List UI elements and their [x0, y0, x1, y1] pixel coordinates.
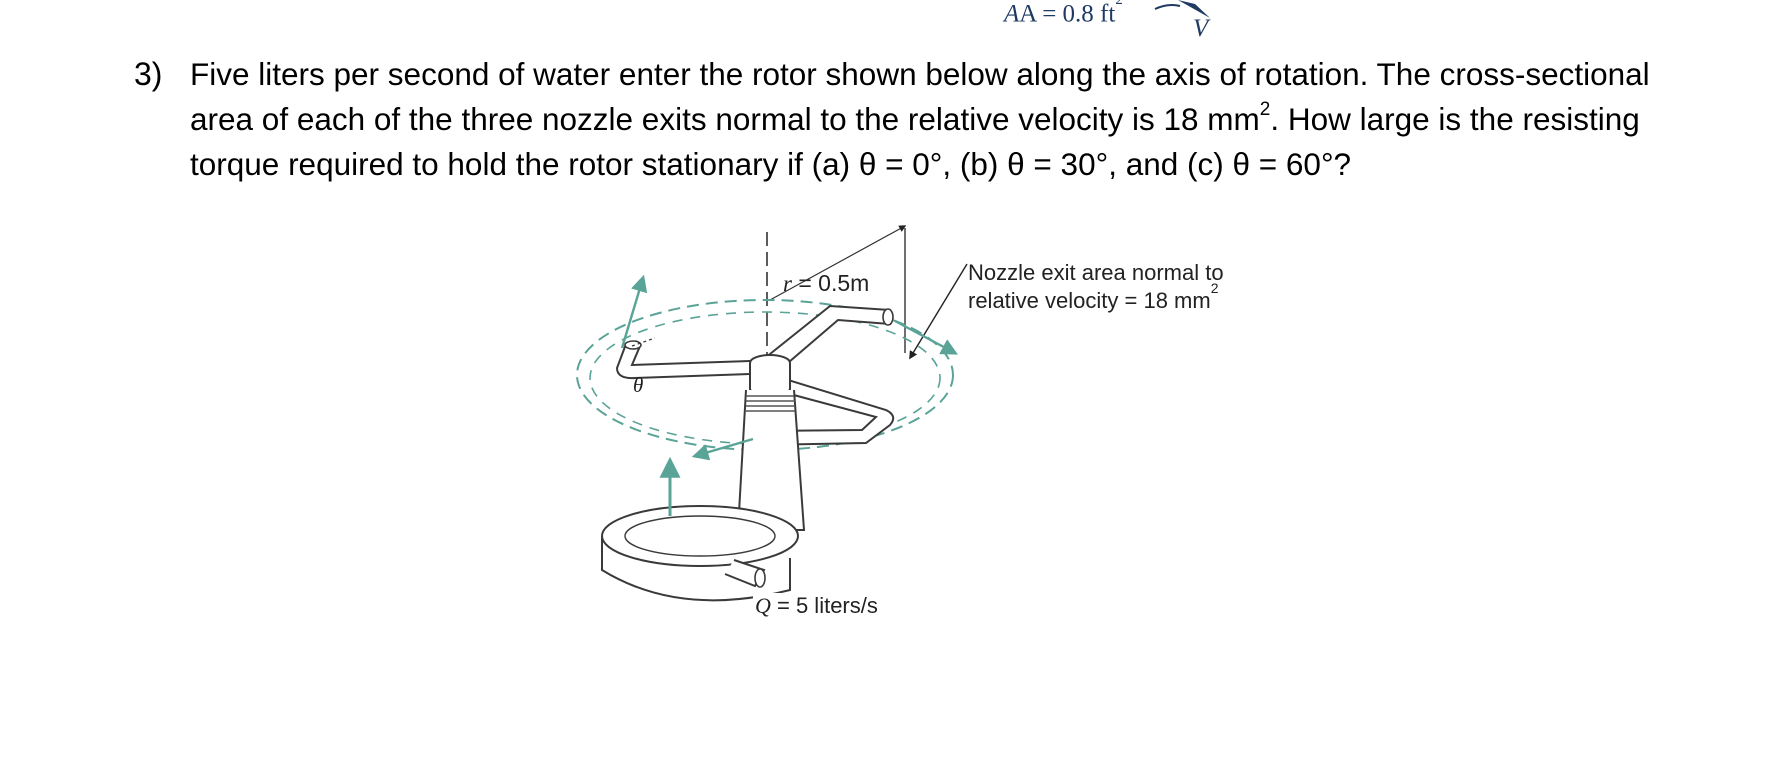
inlet-opening	[754, 568, 766, 588]
base-disc-inner	[624, 515, 776, 557]
nozzle-exponent: 2	[1210, 279, 1219, 296]
flow-symbol: Q	[755, 593, 771, 618]
area-label: AA = 0.8 ft2	[1004, 0, 1123, 28]
nozzle-back	[882, 308, 894, 326]
problem-superscript: 2	[1259, 98, 1271, 120]
nozzle-label-text: relative velocity = 18 mm	[968, 288, 1211, 313]
radius-label: r = 0.5m	[783, 270, 869, 297]
base-disc-top	[601, 505, 799, 567]
problem-line-2b: . How large is the resisting	[1270, 101, 1640, 137]
flow-value: = 5 liters/s	[770, 593, 878, 618]
problem-line-1: Five liters per second of water enter th…	[190, 56, 1650, 92]
area-exponent: 2	[1115, 0, 1123, 8]
problem-text: Five liters per second of water enter th…	[190, 52, 1710, 187]
radius-symbol: r	[783, 271, 792, 296]
velocity-arrow-front	[691, 437, 754, 461]
partial-arrow-graphic	[1154, 0, 1210, 18]
nozzle-left	[624, 340, 642, 350]
problem-number: 3)	[134, 56, 163, 92]
radius-value: = 0.5m	[791, 270, 870, 296]
nozzle-leader-line	[909, 263, 968, 360]
nozzle-label-line-2: relative velocity = 18 mm2	[968, 281, 1219, 314]
nozzle-label-line-1: Nozzle exit area normal to	[968, 260, 1224, 285]
problem-line-2a: area of each of the three nozzle exits n…	[190, 101, 1260, 137]
velocity-label: V	[1193, 15, 1209, 42]
rotor-diagram	[576, 225, 968, 602]
theta-reference-line	[631, 337, 656, 347]
flow-rate-label: Q = 5 liters/s	[753, 593, 880, 619]
theta-label: θ	[633, 373, 644, 397]
rotor-figure: r = 0.5m θ Nozzle exit area normal to re…	[560, 218, 1260, 688]
problem-line-2: area of each of the three nozzle exits n…	[190, 97, 1710, 142]
problem-line-3: torque required to hold the rotor statio…	[190, 146, 1352, 182]
velocity-arrow-left	[620, 274, 648, 349]
previous-problem-fragment: AA = 0.8 ft2 V	[990, 0, 1230, 50]
area-label-text: A = 0.8 ft	[1019, 0, 1116, 28]
velocity-arrow-back	[894, 319, 958, 355]
radius-dimension-line	[769, 225, 907, 301]
